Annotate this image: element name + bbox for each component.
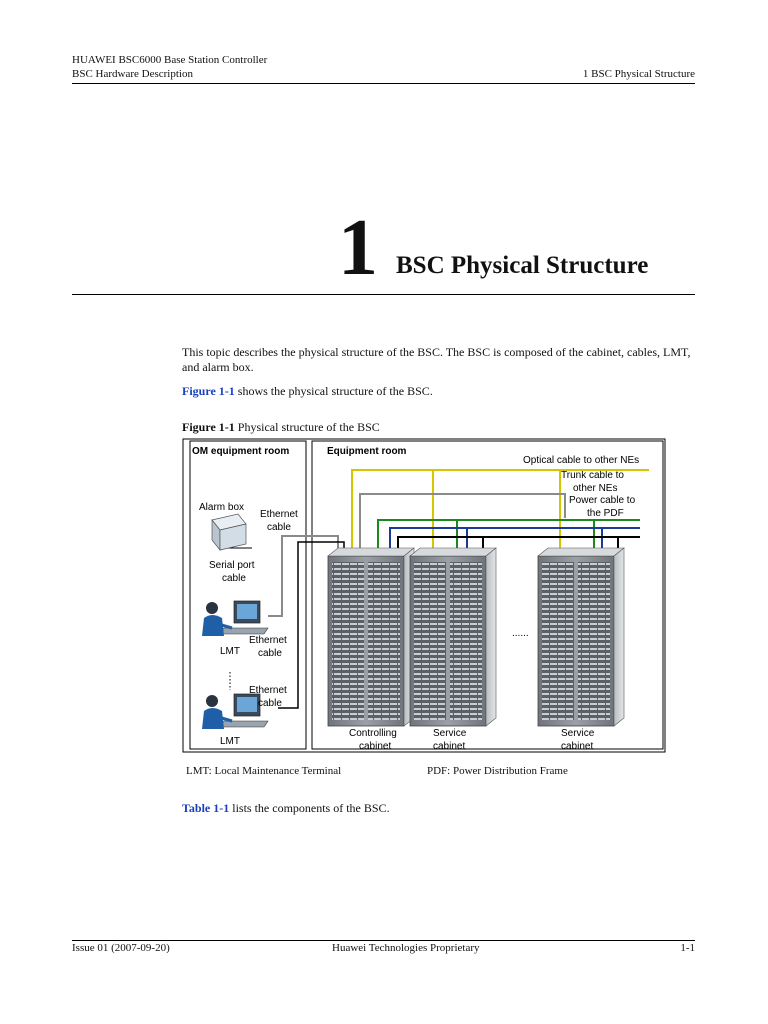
table-link[interactable]: Table 1-1: [182, 801, 230, 815]
lmt1-computer-icon: [202, 600, 269, 636]
lmt1-ethernet-cable: [268, 535, 339, 617]
trunk-cable: [377, 519, 640, 548]
power-cable-label-2: the PDF: [587, 508, 624, 519]
ethernet-cable-mid-label-2: cable: [258, 648, 282, 659]
ethernet-cable-top-label-2: cable: [267, 522, 291, 533]
footer-company: Huawei Technologies Proprietary: [332, 942, 480, 954]
trunk-cable-label-2: other NEs: [573, 483, 617, 494]
controlling-cabinet: [327, 547, 415, 727]
figure-caption-label: Figure 1-1: [182, 420, 235, 434]
ethernet-cable-mid-label-1: Ethernet: [249, 635, 287, 646]
footer-rule: [72, 940, 695, 941]
figure-ref-text: shows the physical structure of the BSC.: [234, 384, 433, 398]
intro-paragraph: This topic describes the physical struct…: [182, 345, 691, 374]
om-room-label: OM equipment room: [192, 446, 289, 457]
header-section: 1 BSC Physical Structure: [582, 68, 695, 80]
chapter-number: 1: [338, 204, 378, 292]
lmt1-label: LMT: [220, 646, 240, 657]
power-cable-label-1: Power cable to: [569, 495, 636, 506]
figure-link[interactable]: Figure 1-1: [182, 384, 235, 398]
alarm-box-label: Alarm box: [199, 502, 244, 513]
cabinet-ellipsis: ......: [512, 628, 529, 639]
blue-cable: [389, 527, 640, 548]
serial-port-label-2: cable: [222, 573, 246, 584]
lmt2-label: LMT: [220, 736, 240, 747]
optical-cable: [351, 469, 649, 548]
bsc-structure-diagram: OM equipment room Equipment room Optical…: [182, 438, 666, 753]
service-cabinet-2-label-1: Service: [561, 728, 595, 739]
service-cabinet-2-label-2: cabinet: [561, 741, 593, 752]
inter-cabinet-cable: [359, 493, 566, 548]
service-cabinet-1-label-1: Service: [433, 728, 467, 739]
ethernet-cable-low-label-1: Ethernet: [249, 685, 287, 696]
power-cable: [397, 536, 640, 548]
table-ref-paragraph: Table 1-1 lists the components of the BS…: [182, 801, 702, 816]
footer-issue: Issue 01 (2007-09-20): [72, 942, 170, 954]
header-product: HUAWEI BSC6000 Base Station Controller: [72, 54, 268, 66]
legend-lmt: LMT: Local Maintenance Terminal: [186, 765, 342, 777]
cable-lines: [219, 469, 649, 709]
table-ref-text: lists the components of the BSC.: [229, 801, 390, 815]
service-cabinet-2: [537, 547, 625, 727]
figure-caption-text: Physical structure of the BSC: [234, 420, 380, 434]
header-rule: [72, 83, 695, 84]
footer-page: 1-1: [680, 942, 695, 954]
trunk-cable-label-1: Trunk cable to: [561, 470, 624, 481]
service-cabinet-1-label-2: cabinet: [433, 741, 465, 752]
chapter-title: BSC Physical Structure: [396, 252, 649, 279]
equipment-room-label: Equipment room: [327, 446, 407, 457]
lmt2-computer-icon: [202, 693, 269, 729]
legend-pdf: PDF: Power Distribution Frame: [427, 765, 568, 777]
title-rule: [72, 294, 695, 295]
header-doc: BSC Hardware Description: [72, 68, 193, 80]
om-room-box: [189, 440, 307, 750]
controlling-cabinet-label-2: cabinet: [359, 741, 391, 752]
lmt2-ethernet-cable: [278, 541, 345, 709]
equipment-room-box: [311, 440, 664, 750]
figure-caption: Figure 1-1 Physical structure of the BSC: [182, 420, 702, 435]
figure-ref-paragraph: Figure 1-1 shows the physical structure …: [182, 384, 702, 399]
alarm-box-icon: [211, 513, 247, 551]
optical-cable-label: Optical cable to other NEs: [523, 455, 639, 466]
ethernet-cable-top-label-1: Ethernet: [260, 509, 298, 520]
ethernet-cable-low-label-2: cable: [258, 698, 282, 709]
serial-port-label-1: Serial port: [209, 560, 255, 571]
service-cabinet-1: [409, 547, 497, 727]
controlling-cabinet-label-1: Controlling: [349, 728, 397, 739]
